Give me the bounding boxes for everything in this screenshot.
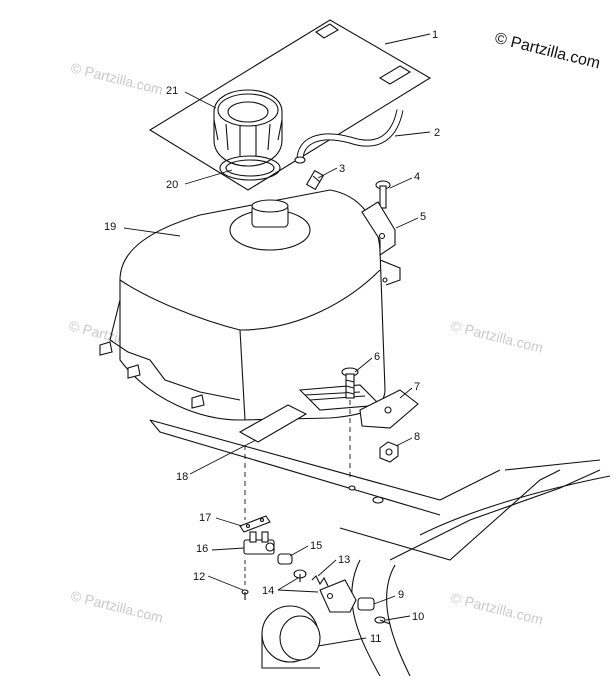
callout-2: 2 [434, 127, 440, 139]
callout-16: 16 [196, 543, 208, 555]
lock-nut [379, 441, 399, 463]
hose-clamp [311, 575, 329, 587]
callout-4: 4 [414, 171, 420, 183]
callout-8: 8 [414, 431, 420, 443]
callout-12: 12 [193, 571, 205, 583]
frame-rails [149, 419, 611, 677]
fuel-tank [99, 189, 401, 421]
callout-19: 19 [104, 221, 116, 233]
callout-labels: 1 2 3 4 5 6 7 8 9 10 11 12 13 14 15 16 1… [104, 29, 440, 645]
callout-14: 14 [262, 585, 274, 597]
callout-20: 20 [166, 179, 178, 191]
fuel-cap [213, 89, 283, 167]
valve-bracket [319, 579, 357, 613]
callout-15: 15 [310, 540, 322, 552]
screw-small [241, 589, 249, 600]
callout-17: 17 [199, 512, 211, 524]
bolt-lower [341, 367, 359, 399]
frame-holes [348, 485, 384, 504]
fuel-line [277, 553, 307, 582]
watermark-bottom-right: © Partzilla.com [449, 589, 544, 627]
mount-plate [239, 515, 271, 533]
vent-hose [294, 109, 404, 164]
watermark-bottom-left: © Partzilla.com [69, 587, 164, 625]
fuel-valve [243, 531, 275, 555]
callout-21: 21 [166, 85, 178, 97]
screw-lower [374, 616, 391, 625]
cable-clip [357, 597, 375, 611]
callout-5: 5 [420, 211, 426, 223]
heat-shield-panel [148, 19, 432, 191]
vent-fitting [305, 169, 325, 191]
callout-10: 10 [412, 611, 424, 623]
tank-pad [238, 404, 308, 443]
bracket-upper [361, 201, 396, 257]
watermark-right: © Partzilla.com [449, 317, 544, 355]
callout-13: 13 [338, 554, 350, 566]
bracket-lower [359, 389, 419, 429]
callout-9: 9 [398, 589, 404, 601]
callout-1: 1 [432, 29, 438, 41]
assembly-center-lines [244, 400, 351, 588]
callout-3: 3 [339, 163, 345, 175]
bolt-upper [375, 180, 391, 209]
watermark-top-left: © Partzilla.com [69, 59, 164, 97]
callout-6: 6 [374, 351, 380, 363]
engine-housing [261, 605, 321, 669]
callout-18: 18 [176, 471, 188, 483]
callout-11: 11 [370, 633, 381, 645]
leader-lines [123, 33, 431, 647]
callout-7: 7 [414, 381, 420, 393]
cap-gasket [219, 155, 281, 181]
